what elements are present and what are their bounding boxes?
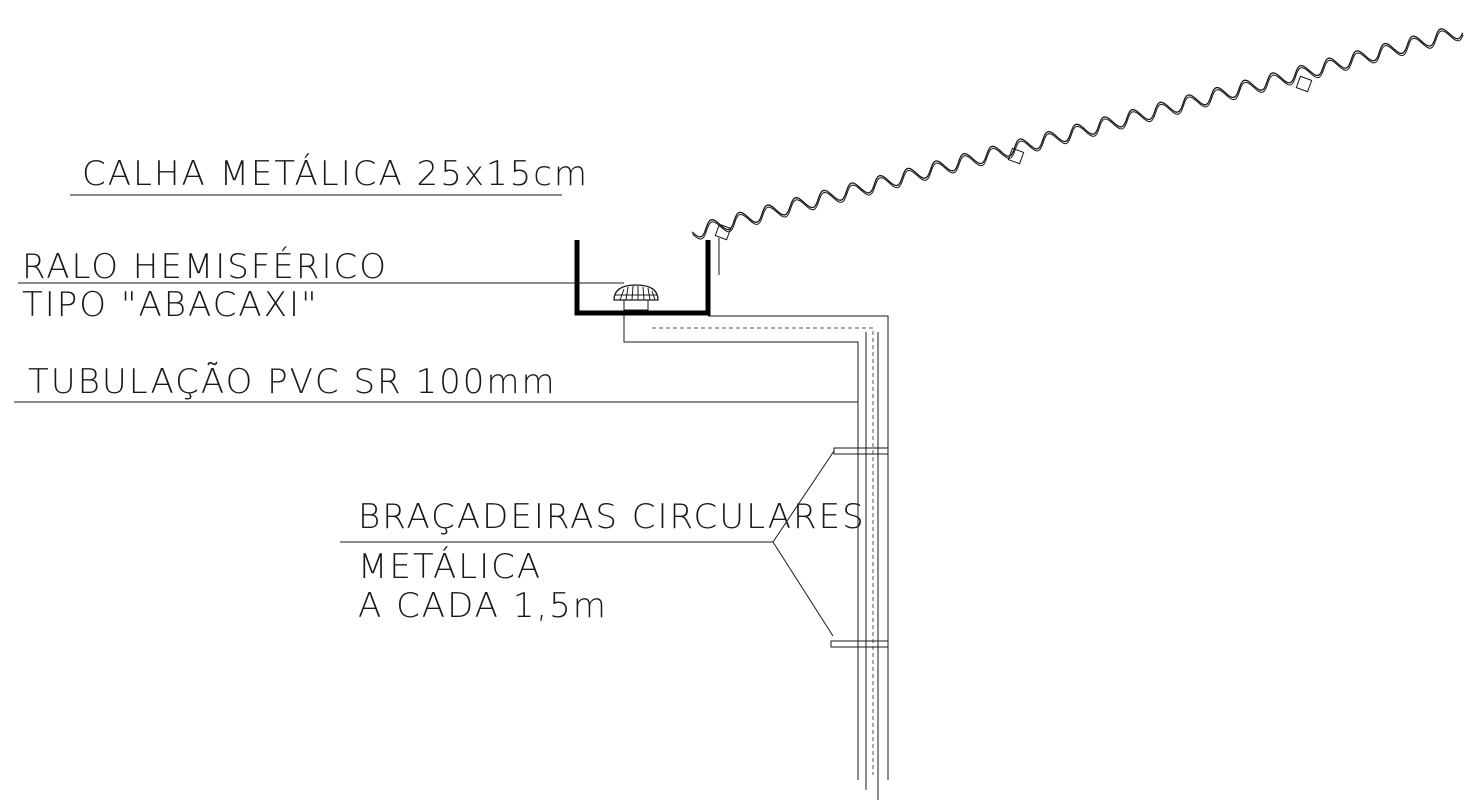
drain-label-line1: RALO HEMISFÉRICO — [22, 246, 388, 287]
leader-lines — [14, 194, 858, 637]
gutter-label: CALHA METÁLICA 25x15cm — [82, 153, 589, 194]
pipe-label: TUBULAÇÃO PVC SR 100mm — [28, 362, 557, 402]
pipe-clamps — [830, 447, 889, 648]
metal-gutter — [574, 240, 711, 316]
clamps-leader-upper — [772, 450, 835, 543]
pipe-clamp — [833, 447, 889, 455]
corrugated-roof-sheet — [691, 28, 1464, 240]
clamps-label-line1: BRAÇADEIRAS CIRCULARES — [358, 497, 866, 537]
pipe-clamp — [830, 640, 889, 648]
drain-label-line2: TIPO "ABACAXI" — [22, 285, 319, 325]
pvc-downpipe — [623, 313, 889, 800]
roof-fasteners — [714, 75, 1313, 275]
roof-fastener — [714, 223, 732, 241]
hemispherical-drain — [613, 284, 659, 311]
clamps-leader-lower — [772, 541, 834, 637]
roof-fastener — [1007, 147, 1025, 165]
roof-fastener — [1295, 75, 1313, 93]
clamps-label-line3: A CADA 1,5m — [358, 586, 608, 626]
clamps-label-line2: METÁLICA — [358, 546, 542, 587]
